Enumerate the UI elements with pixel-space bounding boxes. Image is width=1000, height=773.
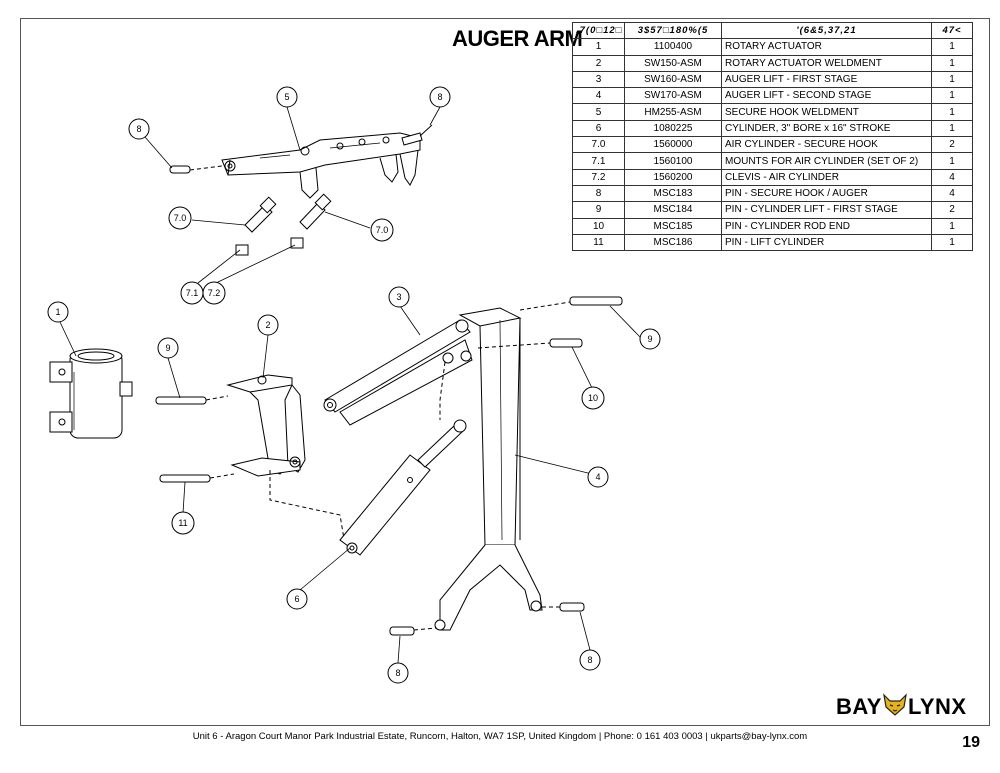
pin-11 [159, 473, 235, 483]
callout-7-0b: 7.0 [370, 218, 394, 242]
air-cylinder-left [244, 196, 277, 233]
callout-3: 3 [388, 286, 410, 308]
callout-9a: 9 [639, 328, 661, 350]
callout-11: 11 [171, 511, 195, 535]
secure-hook-weldment [221, 132, 421, 199]
svg-text:2: 2 [265, 320, 270, 330]
svg-text:9: 9 [647, 334, 652, 344]
pin-10 [477, 338, 583, 349]
page-title: AUGER ARM [452, 26, 583, 51]
svg-text:1: 1 [55, 307, 60, 317]
qty-cell: 1 [931, 70, 973, 89]
logo-text-lynx: LYNX [907, 694, 967, 719]
callout-2: 2 [257, 314, 279, 336]
svg-text:7.0: 7.0 [376, 225, 389, 235]
svg-text:8: 8 [136, 124, 141, 134]
svg-text:9: 9 [165, 343, 170, 353]
callout-7-2: 7.2 [202, 281, 226, 305]
svg-text:6: 6 [294, 594, 299, 604]
callout-9b: 9 [157, 337, 179, 359]
hydraulic-cylinder [339, 419, 467, 556]
pin-8-top-right [401, 124, 433, 146]
callout-8b: 8 [128, 118, 150, 140]
bay-lynx-logo: BAY LYNX [836, 693, 967, 723]
part-number-cell: MSC186 [624, 233, 722, 252]
page-frame [20, 18, 990, 726]
pin-8-top-left [169, 165, 223, 174]
pin-9-right [569, 296, 623, 306]
footer-address: Unit 6 - Aragon Court Manor Park Industr… [192, 731, 808, 742]
callout-7-0a: 7.0 [168, 206, 192, 230]
svg-text:8: 8 [587, 655, 592, 665]
auger-lift-second-stage [434, 301, 571, 631]
qty-cell: 1 [931, 233, 973, 252]
callout-4: 4 [587, 466, 609, 488]
auger-lift-first-stage [323, 319, 473, 426]
rotary-actuator [49, 348, 133, 439]
callout-10: 10 [581, 386, 605, 410]
rotary-actuator-weldment [226, 374, 346, 546]
svg-text:5: 5 [284, 92, 289, 102]
callout-8d: 8 [579, 649, 601, 671]
callout-7-1: 7.1 [180, 281, 204, 305]
svg-text:8: 8 [437, 92, 442, 102]
callout-8c: 8 [387, 662, 409, 684]
svg-text:7.1: 7.1 [186, 288, 199, 298]
svg-text:11: 11 [178, 518, 187, 528]
lynx-head-icon [882, 693, 908, 723]
callout-8a: 8 [429, 86, 451, 108]
pin-8-lower-right [542, 602, 585, 612]
description-cell: PIN - LIFT CYLINDER [721, 233, 932, 252]
svg-text:10: 10 [588, 393, 598, 403]
page-number: 19 [962, 734, 980, 751]
callout-5: 5 [276, 86, 298, 108]
pin-8-lower-left [389, 626, 437, 636]
air-cylinder-right [299, 193, 332, 230]
svg-text:7.0: 7.0 [174, 213, 187, 223]
callout-1: 1 [47, 301, 69, 323]
svg-text:8: 8 [395, 668, 400, 678]
logo-text-bay: BAY [836, 694, 882, 719]
svg-text:4: 4 [595, 472, 600, 482]
svg-text:7.2: 7.2 [208, 288, 221, 298]
leader-lines [59, 106, 641, 664]
air-cylinder-clevis [235, 237, 304, 256]
svg-text:3: 3 [396, 292, 401, 302]
callouts: 5 8 8 7.0 7.0 7.1 7.2 1 2 3 9 9 10 4 11 … [47, 86, 661, 684]
callout-6: 6 [286, 588, 308, 610]
pin-9-left [155, 395, 229, 405]
